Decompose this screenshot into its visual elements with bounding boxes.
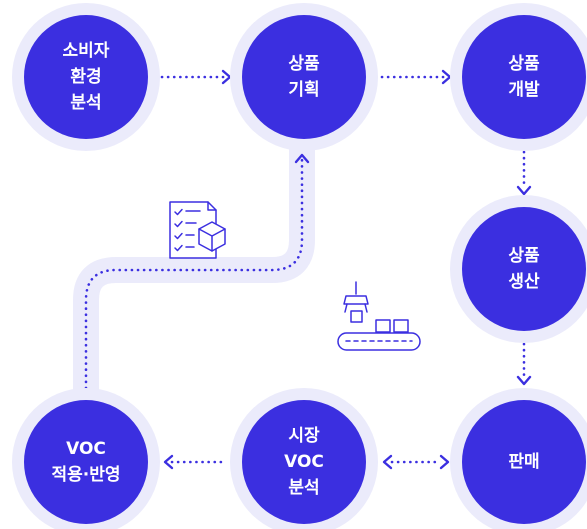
- return-loop-dots: [84, 156, 304, 390]
- node-sales: 판매: [462, 400, 586, 524]
- arrow-development-to-production-head: [516, 185, 532, 196]
- node-market-voc-line-1: 시장: [288, 426, 320, 446]
- arrow-production-to-sales-head: [516, 375, 532, 386]
- node-production-line-2: 생산: [508, 272, 540, 292]
- return-loop-arrowhead: [294, 153, 310, 164]
- conveyor-robot-arm-icon: [337, 281, 421, 351]
- node-consumer-line-1: 소비자: [62, 41, 110, 61]
- node-development-line-2: 개발: [508, 80, 540, 100]
- node-development-line-1: 상품: [508, 54, 540, 74]
- node-sales-line-1: 판매: [508, 452, 540, 472]
- node-planning-line-1: 상품: [288, 54, 320, 74]
- node-production-line-1: 상품: [508, 246, 540, 266]
- node-product-production: 상품 생산: [462, 207, 586, 331]
- node-planning-line-2: 기획: [288, 80, 320, 100]
- node-consumer-line-2: 환경: [70, 67, 102, 87]
- node-consumer-analysis: 소비자 환경 분석: [24, 15, 148, 139]
- node-voc-apply-line-2: 적용·반영: [51, 465, 121, 485]
- node-market-voc-analysis: 시장 VOC 분석: [242, 400, 366, 524]
- node-market-voc-line-2: VOC: [284, 452, 324, 472]
- node-consumer-line-3: 분석: [70, 93, 102, 113]
- checklist-box-icon: [169, 201, 226, 259]
- arrow-planning-to-development-head: [441, 69, 452, 85]
- arrow-sales-market-head-right: [439, 454, 450, 470]
- node-voc-apply-line-1: VOC: [66, 439, 106, 459]
- arrow-sales-market-head-left: [382, 454, 393, 470]
- node-product-development: 상품 개발: [462, 15, 586, 139]
- arrow-consumer-to-planning-head: [221, 69, 232, 85]
- arrow-market-to-apply-head: [163, 454, 174, 470]
- node-voc-apply: VOC 적용·반영: [24, 400, 148, 524]
- node-market-voc-line-3: 분석: [288, 478, 320, 498]
- node-product-planning: 상품 기획: [242, 15, 366, 139]
